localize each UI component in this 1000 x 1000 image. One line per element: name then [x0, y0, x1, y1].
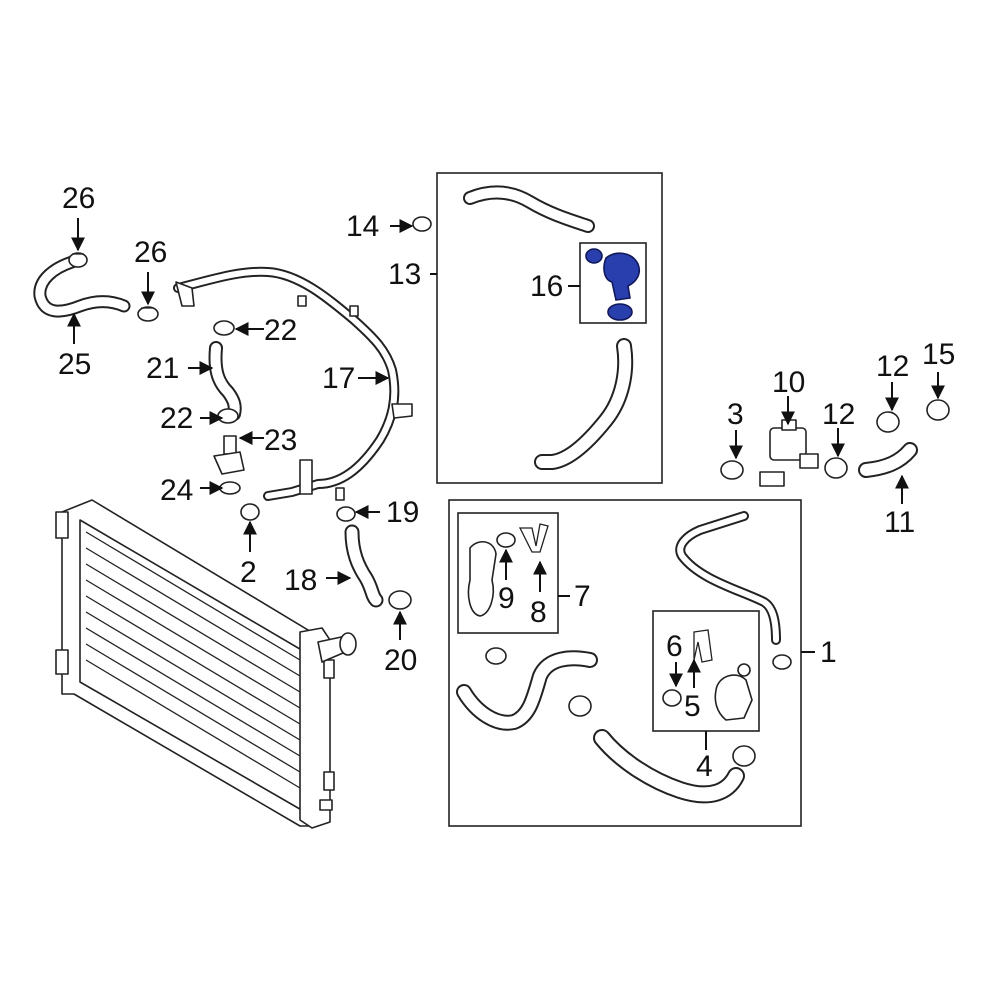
callout-6: 6	[666, 630, 683, 663]
hose-part-25	[33, 255, 131, 318]
hose-clamp-part-3	[720, 460, 744, 480]
callout-22a: 22	[264, 314, 297, 347]
callout-24: 24	[160, 474, 193, 507]
hose-part-13-lower	[534, 338, 634, 470]
callout-22b: 22	[160, 402, 193, 435]
callout-26b: 26	[134, 236, 167, 269]
hose-clamp-part-4	[732, 745, 756, 767]
callout-13: 13	[388, 258, 421, 291]
coolant-pipe-part-17	[173, 266, 413, 501]
group-box-7	[457, 512, 559, 634]
hose-clamp-part-22a	[213, 320, 235, 336]
callout-26a: 26	[62, 182, 95, 215]
hose-part-21	[208, 341, 242, 421]
hose-clamp-part-12a	[824, 457, 848, 479]
callout-5: 5	[684, 690, 701, 723]
retaining-clip-part-5	[693, 629, 713, 663]
hose-clamp-part-1	[772, 654, 792, 670]
hose-clamp-part-15	[926, 399, 950, 421]
hose-clamp-part-26b	[137, 306, 159, 322]
group-box-16	[579, 242, 647, 324]
callout-18: 18	[284, 564, 317, 597]
callout-20: 20	[384, 644, 417, 677]
radiator	[55, 499, 357, 829]
callout-7: 7	[574, 580, 591, 613]
pump-part-10	[759, 419, 819, 487]
group-box-13	[436, 172, 663, 484]
group-box-1	[448, 499, 802, 827]
hose-clamp-part-20	[388, 590, 412, 610]
callout-19: 19	[386, 496, 419, 529]
callout-16: 16	[530, 270, 563, 303]
highlighted-part-16	[585, 248, 641, 321]
thermostat-housing-part-4	[714, 663, 753, 721]
hose-part-11	[858, 442, 918, 478]
o-ring-part-9	[496, 532, 516, 548]
hose-clamp-part-22b	[217, 408, 239, 424]
callout-3: 3	[727, 398, 744, 431]
callout-9: 9	[498, 582, 515, 615]
callout-12a: 12	[822, 398, 855, 431]
hose-clamp-part-1b	[485, 647, 507, 665]
retaining-clip-part-8	[518, 523, 549, 553]
o-ring-part-6	[662, 689, 682, 707]
hose-part-1-middle	[456, 650, 598, 731]
callout-25: 25	[58, 348, 91, 381]
o-ring-part-24	[219, 481, 241, 495]
callout-labels: 1 2 3 4 5 6 7 8 9 10 11 12 12 13 14 15 1…	[58, 182, 955, 783]
hose-clamp-part-14	[412, 216, 432, 232]
leader-lines	[67, 218, 945, 750]
hose-clamp-part-26a	[68, 252, 88, 268]
callout-10: 10	[772, 366, 805, 399]
callout-15: 15	[922, 338, 955, 371]
hose-part-13-upper	[463, 185, 595, 233]
callout-21: 21	[146, 352, 179, 385]
callout-14: 14	[346, 210, 379, 243]
pipe-part-1	[675, 511, 781, 645]
hose-clamp-part-1c	[568, 695, 592, 717]
housing-part-7	[467, 541, 497, 617]
hose-clamp-part-12b	[876, 411, 900, 433]
callout-17: 17	[322, 362, 355, 395]
callout-11: 11	[884, 506, 915, 539]
hose-clamp-part-2	[240, 503, 260, 521]
callout-2: 2	[240, 556, 257, 589]
callout-4: 4	[696, 750, 713, 783]
connector-part-23	[213, 435, 245, 475]
callout-8: 8	[530, 596, 547, 629]
hose-part-1-lower	[593, 729, 745, 804]
callout-12b: 12	[876, 350, 909, 383]
callout-23: 23	[264, 424, 297, 457]
hose-clamp-part-19	[336, 506, 356, 522]
hose-part-18	[344, 524, 384, 608]
callout-1: 1	[820, 636, 837, 669]
